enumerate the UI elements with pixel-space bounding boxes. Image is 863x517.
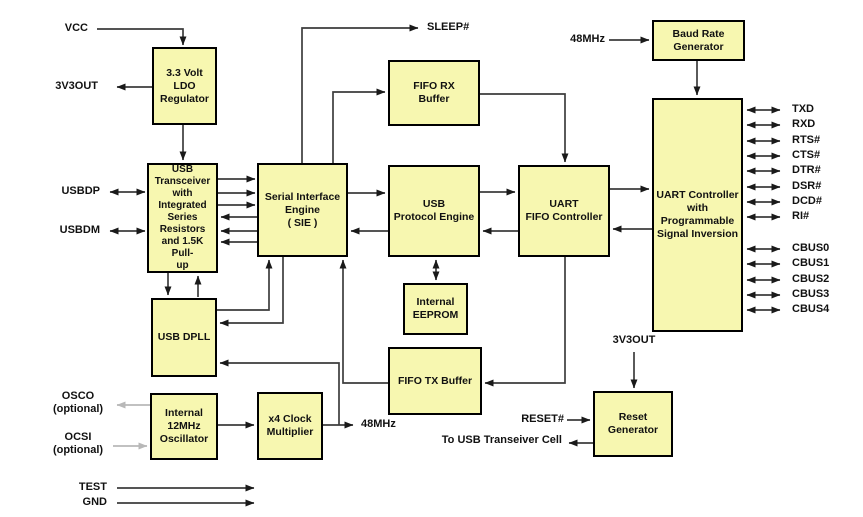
- pin-label-usbdm: USBDM: [59, 224, 100, 236]
- block-baud-rate-generator: Baud Rate Generator: [652, 20, 745, 61]
- block-uart-controller: UART Controller with Programmable Signal…: [652, 98, 743, 332]
- wires-protocol-engine-uart-fifo: [480, 188, 518, 235]
- pin-label-reset: RESET#: [521, 413, 564, 425]
- block-usb-protocol-engine: USB Protocol Engine: [388, 165, 480, 257]
- block-fifo-rx-buffer: FIFO RX Buffer: [388, 60, 480, 126]
- block-internal-oscillator: Internal 12MHz Oscillator: [150, 393, 218, 460]
- block-usb-dpll: USB DPLL: [151, 298, 217, 377]
- wire-vcc-to-ldo: [97, 28, 187, 46]
- wires-transceiver-dpll: [164, 273, 202, 297]
- net-label-to-usb-transceiver-cell: To USB Transeiver Cell: [441, 434, 562, 446]
- pin-label-osco: OSCO: [61, 390, 95, 402]
- pin-label-cbus4: CBUS4: [792, 303, 830, 315]
- pin-label-dcd: DCD#: [792, 195, 822, 207]
- wire-fifo-tx-to-sie: [339, 259, 388, 384]
- net-label-48mhz-in: 48MHz: [570, 33, 605, 45]
- wire-uart-fifo-to-fifo-tx: [484, 257, 566, 387]
- pin-label-rts: RTS#: [792, 134, 821, 146]
- pin-label-dtr: DTR#: [792, 164, 821, 176]
- pin-label-usbdp: USBDP: [61, 185, 100, 197]
- pin-label-ocsi: OCSI: [64, 431, 92, 443]
- pin-label-cbus3: CBUS3: [792, 288, 830, 300]
- block-internal-eeprom: Internal EEPROM: [403, 283, 468, 335]
- block-usb-transceiver: USB Transceiver with Integrated Series R…: [147, 163, 218, 273]
- block-serial-interface-engine: Serial Interface Engine ( SIE ): [257, 163, 348, 257]
- pin-label-cbus1: CBUS1: [792, 257, 830, 269]
- wires-transceiver-to-sie: [218, 175, 257, 246]
- pin-label-3v3out: 3V3OUT: [55, 80, 98, 92]
- wire-sie-to-fifo-rx: [332, 88, 386, 163]
- block-clock-multiplier: x4 Clock Multiplier: [257, 392, 323, 460]
- wire-sie-to-sleep: [301, 24, 419, 163]
- pin-label-dsr: DSR#: [792, 180, 822, 192]
- block-reset-generator: Reset Generator: [593, 391, 673, 457]
- pin-label-ri: RI#: [792, 210, 810, 222]
- wire-sie-to-dpll: [219, 257, 284, 327]
- block-fifo-tx-buffer: FIFO TX Buffer: [388, 347, 482, 415]
- wire-fifo-rx-to-uart-fifo: [480, 93, 569, 163]
- wires-uart-fifo-uart-controller: [610, 185, 652, 233]
- pin-label-gnd: GND: [82, 496, 107, 508]
- net-label-48mhz-out: 48MHz: [361, 418, 396, 430]
- wire-dpll-to-sie: [217, 259, 273, 311]
- pin-label-cbus2: CBUS2: [792, 273, 830, 285]
- pin-label-vcc: VCC: [64, 22, 88, 34]
- pin-label-cts: CTS#: [792, 149, 821, 161]
- net-label-3v3out-bottom: 3V3OUT: [612, 334, 656, 346]
- pin-label-txd: TXD: [792, 103, 814, 115]
- block-uart-fifo-controller: UART FIFO Controller: [518, 165, 610, 257]
- pin-label-cbus0: CBUS0: [792, 242, 830, 254]
- wire-multiplier-48mhz-out: [219, 359, 354, 429]
- wires-uart-io-pins: [746, 106, 781, 221]
- pin-label-test: TEST: [78, 481, 107, 493]
- pin-label-ocsi-optional: (optional): [52, 444, 104, 456]
- pin-label-rxd: RXD: [792, 118, 816, 130]
- block-ldo-regulator: 3.3 Volt LDO Regulator: [152, 47, 217, 125]
- pin-label-sleep: SLEEP#: [427, 21, 470, 33]
- pin-label-osco-optional: (optional): [52, 403, 104, 415]
- wires-cbus-pins: [746, 245, 781, 314]
- wires-sie-protocol-engine: [348, 189, 388, 235]
